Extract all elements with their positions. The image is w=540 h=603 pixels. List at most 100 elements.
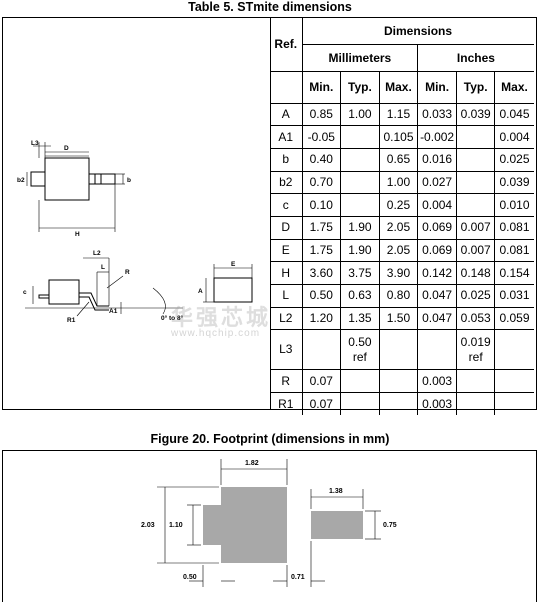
cell-mm-min: 1.75 bbox=[301, 215, 342, 240]
cell-in-max bbox=[494, 369, 534, 394]
header-in-min: Min. bbox=[417, 70, 457, 104]
cell-in-typ: 0.007 bbox=[455, 238, 496, 263]
cell-mm-typ bbox=[340, 369, 380, 394]
pad-right bbox=[311, 511, 363, 539]
cell-in-max bbox=[494, 329, 534, 371]
dim-1-10: 1.10 bbox=[169, 522, 183, 529]
cell-in-min: 0.047 bbox=[417, 284, 457, 308]
cell-mm-max: 2.05 bbox=[378, 238, 419, 263]
cell-in-typ bbox=[455, 170, 496, 195]
cell-mm-max: 1.00 bbox=[378, 170, 419, 195]
label-H: H bbox=[75, 231, 80, 238]
cell-mm-max: 3.90 bbox=[378, 261, 419, 285]
cell-mm-typ: 1.90 bbox=[340, 238, 380, 263]
label-L2: L2 bbox=[93, 250, 101, 257]
cell-mm-max: 0.80 bbox=[378, 284, 419, 308]
cell-mm-min: 0.07 bbox=[301, 392, 342, 416]
cell-in-typ: 0.025 bbox=[455, 284, 496, 308]
pad-large bbox=[221, 487, 287, 563]
cell-in-min: 0.069 bbox=[417, 215, 457, 240]
label-c: c bbox=[23, 289, 27, 296]
watermark-text: 华强芯城 bbox=[171, 305, 272, 330]
cell-in-typ bbox=[455, 193, 496, 217]
cell-in-max: 0.045 bbox=[494, 102, 534, 127]
cell-mm-min: -0.05 bbox=[301, 125, 342, 149]
cell-in-typ bbox=[455, 147, 496, 172]
cell-in-max: 0.081 bbox=[494, 238, 534, 263]
pad-small-left bbox=[203, 505, 221, 545]
header-in-typ: Typ. bbox=[455, 70, 496, 104]
cell-ref: L3 bbox=[270, 329, 303, 371]
cell-mm-min: 1.20 bbox=[301, 306, 342, 331]
package-drawing-cell: L3 D b2 b H bbox=[3, 18, 271, 409]
cell-in-min: 0.016 bbox=[417, 147, 457, 172]
cell-in-max: 0.081 bbox=[494, 215, 534, 240]
watermark-url: www.hqchip.com bbox=[171, 328, 261, 339]
dim-0-50: 0.50 bbox=[183, 574, 197, 581]
cell-ref: D bbox=[270, 215, 303, 240]
table-caption: Table 5. STmite dimensions bbox=[188, 0, 352, 14]
header-mm-max: Max. bbox=[378, 70, 419, 104]
cell-mm-typ bbox=[340, 147, 380, 172]
cell-mm-max: 0.65 bbox=[378, 147, 419, 172]
cell-mm-typ bbox=[340, 193, 380, 217]
cell-mm-max: 1.15 bbox=[378, 102, 419, 127]
label-R1: R1 bbox=[67, 317, 76, 324]
dimensions-table-frame: L3 D b2 b H bbox=[2, 17, 537, 416]
label-b: b bbox=[127, 177, 131, 184]
cell-ref: b2 bbox=[270, 170, 303, 195]
footprint-figure-frame: 1.82 1.38 2.03 1.10 0.75 0.50 0.71 bbox=[2, 450, 537, 602]
cell-mm-typ: 1.90 bbox=[340, 215, 380, 240]
cell-ref: L2 bbox=[270, 306, 303, 331]
cell-in-max: 0.010 bbox=[494, 193, 534, 217]
cell-mm-min: 0.40 bbox=[301, 147, 342, 172]
cell-mm-typ: 1.35 bbox=[340, 306, 380, 331]
label-D: D bbox=[64, 145, 69, 152]
cell-ref: L bbox=[270, 284, 303, 308]
cell-mm-typ: 1.00 bbox=[340, 102, 380, 127]
cell-in-min bbox=[417, 329, 457, 371]
cell-mm-typ: 3.75 bbox=[340, 261, 380, 285]
cell-mm-min: 0.10 bbox=[301, 193, 342, 217]
cell-in-min: 0.004 bbox=[417, 193, 457, 217]
cell-in-max: 0.059 bbox=[494, 306, 534, 331]
cell-mm-max bbox=[378, 392, 419, 416]
cell-in-typ bbox=[455, 369, 496, 394]
cell-in-max bbox=[494, 392, 534, 416]
cell-mm-max bbox=[378, 369, 419, 394]
cell-mm-min: 3.60 bbox=[301, 261, 342, 285]
cell-mm-max: 0.25 bbox=[378, 193, 419, 217]
cell-mm-min: 1.75 bbox=[301, 238, 342, 263]
cell-ref: A1 bbox=[270, 125, 303, 149]
cell-mm-min: 0.50 bbox=[301, 284, 342, 308]
cell-ref: b bbox=[270, 147, 303, 172]
package-outline-drawing: L3 D b2 b H bbox=[17, 140, 253, 324]
cell-mm-min bbox=[301, 329, 342, 371]
dim-0-75: 0.75 bbox=[383, 522, 397, 529]
label-R: R bbox=[125, 269, 130, 276]
cell-ref: R1 bbox=[270, 392, 303, 416]
label-A: A bbox=[198, 288, 203, 295]
footprint-drawing: 1.82 1.38 2.03 1.10 0.75 0.50 0.71 bbox=[141, 459, 397, 587]
cell-mm-min: 0.70 bbox=[301, 170, 342, 195]
cell-mm-typ bbox=[340, 125, 380, 149]
cell-in-min: -0.002 bbox=[417, 125, 457, 149]
label-A1: A1 bbox=[109, 308, 118, 315]
header-dimensions: Dimensions bbox=[301, 18, 534, 45]
cell-in-max: 0.039 bbox=[494, 170, 534, 195]
cell-mm-max bbox=[378, 329, 419, 371]
cell-mm-max: 2.05 bbox=[378, 215, 419, 240]
cell-ref: E bbox=[270, 238, 303, 263]
cell-ref: c bbox=[270, 193, 303, 217]
cell-mm-typ: 0.63 bbox=[340, 284, 380, 308]
label-L: L bbox=[101, 264, 105, 271]
